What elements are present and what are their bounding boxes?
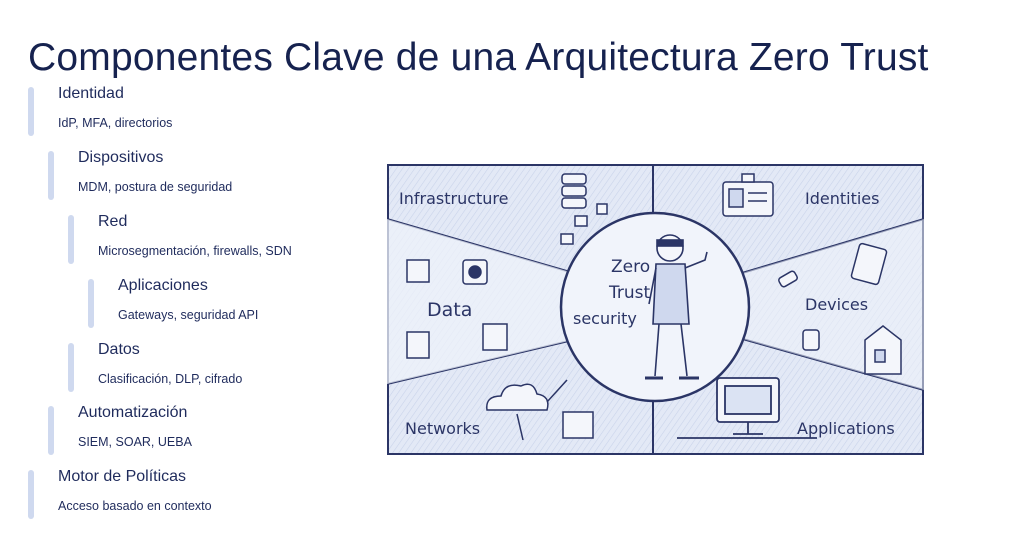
component-desc: SIEM, SOAR, UEBA <box>78 435 192 449</box>
component-bar <box>68 215 74 264</box>
component-desc: Clasificación, DLP, cifrado <box>98 372 243 386</box>
watch-icon <box>802 329 820 351</box>
center-line-2: Trust <box>608 283 651 303</box>
segment-devices: Devices <box>805 295 868 314</box>
component-label: Datos <box>98 341 140 358</box>
cloud-icon <box>486 379 594 441</box>
component-label: Aplicaciones <box>118 277 208 294</box>
page-title: Componentes Clave de una Arquitectura Ze… <box>28 36 929 80</box>
segment-infrastructure: Infrastructure <box>399 189 508 208</box>
house-icon <box>864 325 902 375</box>
center-line-1: Zero <box>611 257 650 277</box>
component-bar <box>28 470 34 519</box>
component-label: Dispositivos <box>78 149 164 166</box>
component-desc: IdP, MFA, directorios <box>58 116 173 130</box>
person-icon <box>645 234 708 380</box>
component-desc: Acceso basado en contexto <box>58 499 212 513</box>
zero-trust-illustration: Zero Trust security Infrastructure Ident… <box>387 164 924 455</box>
id-card-icon <box>722 173 774 217</box>
component-label: Identidad <box>58 85 124 102</box>
component-bar <box>48 151 54 200</box>
component-desc: Gateways, seguridad API <box>118 308 259 322</box>
component-label: Motor de Políticas <box>58 468 187 485</box>
center-line-3: security <box>573 309 637 328</box>
component-label: Red <box>98 213 128 230</box>
segment-data: Data <box>427 299 472 321</box>
usb-icon <box>778 270 798 288</box>
segment-applications: Applications <box>797 419 895 438</box>
component-bar <box>88 279 94 328</box>
segment-identities: Identities <box>805 189 879 208</box>
monitor-icon <box>677 377 817 439</box>
component-desc: Microsegmentación, firewalls, SDN <box>98 244 292 258</box>
component-label: Automatización <box>78 404 188 421</box>
tablet-icon <box>850 242 888 286</box>
server-icon <box>560 173 608 245</box>
chart-icon <box>406 259 508 359</box>
component-bar <box>48 406 54 455</box>
component-bar <box>28 87 34 136</box>
component-desc: MDM, postura de seguridad <box>78 180 233 194</box>
segment-networks: Networks <box>405 419 480 438</box>
component-bar <box>68 343 74 392</box>
